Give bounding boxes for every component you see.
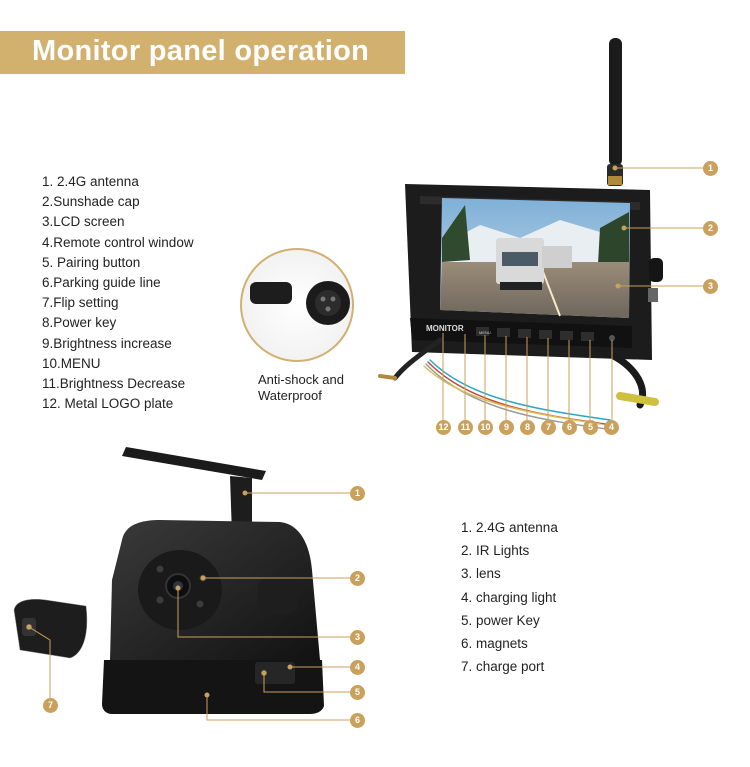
list-item: 8.Power key [42,315,117,331]
callout-badge: 4 [604,420,619,435]
callout-badge: 12 [436,420,451,435]
callout-badge: 7 [43,698,58,713]
list-item: 10.MENU [42,355,101,371]
list-item: 1. 2.4G antenna [42,174,139,189]
callout-badge: 10 [478,420,493,435]
lcd-screen [440,198,630,318]
caption-line: Waterproof [258,388,322,403]
callout-badge: 1 [703,161,718,176]
monitor-callout-lines [442,165,704,420]
caption-line: Anti-shock and [258,372,344,387]
camera-callout-lines [26,490,350,721]
list-item: 3.LCD screen [42,214,125,230]
list-item: 11.Brightness Decrease [42,375,186,391]
camera-parts-list: 1. 2.4G antenna 2. IR Lights 3. lens 4. … [461,516,558,678]
monitor-logo-plate: MONITOR [426,324,464,333]
callout-badge: 3 [350,630,365,645]
callout-badge: 2 [703,221,718,236]
monitor-antenna [607,38,623,186]
list-item: 2.Sunshade cap [42,194,140,210]
connector-caption: Anti-shock and Waterproof [258,372,344,404]
list-item: 2. IR Lights [461,543,530,559]
callout-badge: 5 [350,685,365,700]
list-item: 5. power Key [461,612,540,628]
list-item: 3. lens [461,566,501,582]
list-item: 6. magnets [461,635,528,651]
callout-badge: 11 [458,420,473,435]
list-item: 9.Brightness increase [42,335,172,351]
callout-badge: 4 [350,660,365,675]
menu-key-label: MENU [479,330,491,335]
list-item: 6.Parking guide line [42,274,161,290]
callout-badge: 1 [350,486,365,501]
charge-port-closeup [13,599,88,659]
list-item: 12. Metal LOGO plate [42,396,174,412]
callout-badge: 5 [583,420,598,435]
callout-badge: 2 [350,571,365,586]
callout-badge: 6 [350,713,365,728]
list-item: 7. charge port [461,659,545,675]
list-item: 7.Flip setting [42,295,119,311]
connector-closeup [240,248,354,362]
list-item: 4.Remote control window [42,234,194,250]
list-item: 1. 2.4G antenna [461,520,558,535]
callout-badge: 3 [703,279,718,294]
camera-body [102,520,324,714]
callout-badge: 6 [562,420,577,435]
title-banner [0,31,405,74]
list-item: 5. Pairing button [42,254,141,270]
callout-badge: 9 [499,420,514,435]
list-item: 4. charging light [461,589,557,605]
callout-badge: 7 [541,420,556,435]
monitor-parts-list: 1. 2.4G antenna 2.Sunshade cap 3.LCD scr… [42,172,194,414]
callout-badge: 8 [520,420,535,435]
page-title: Monitor panel operation [32,35,370,67]
